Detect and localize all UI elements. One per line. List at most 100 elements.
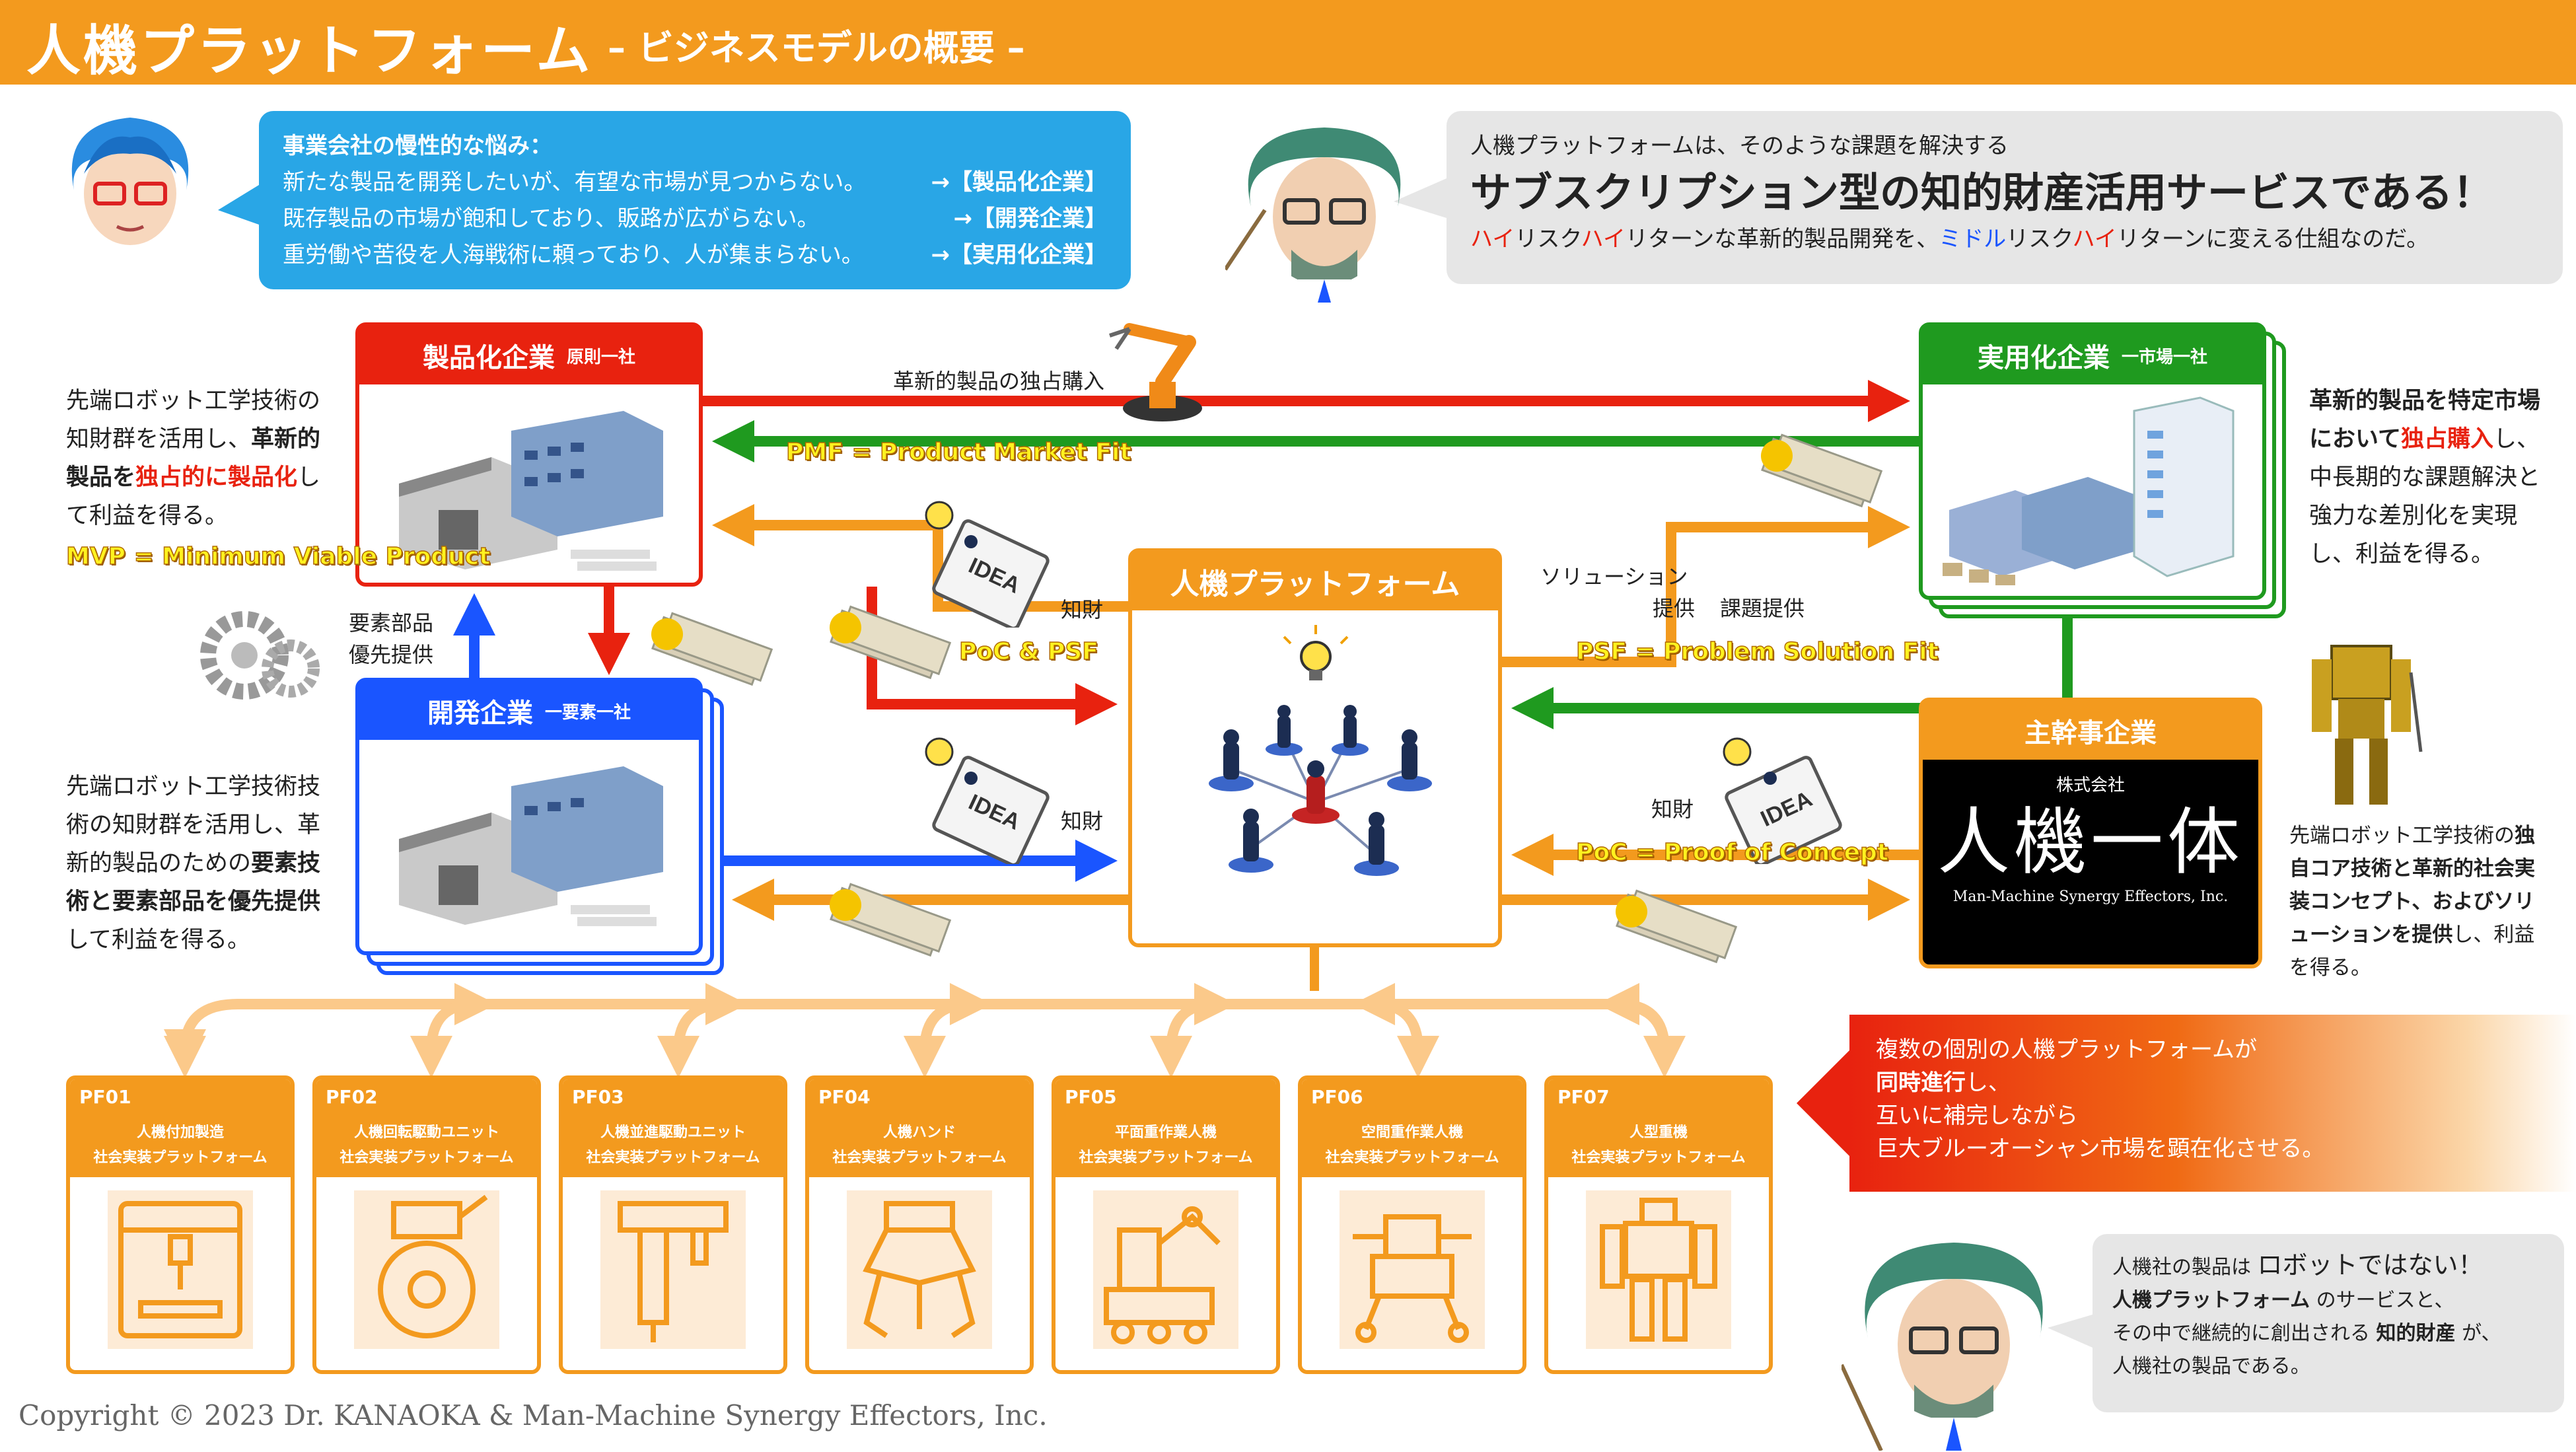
pain-point-row: 新たな製品を開発したいが、有望な市場が見つからない。→【製品化企業】 <box>283 164 1107 201</box>
label-yusen-teikyo: 優先提供 <box>349 642 434 667</box>
platform-card-pf07: PF07 人型重機社会実装プラットフォーム <box>1544 1075 1773 1374</box>
card-seihin-kigyo: 製品化企業原則一社 <box>355 322 703 587</box>
label-youso-buhin: 要素部品 <box>349 610 434 635</box>
solution-line-3: ハイリスクハイリターンな革新的製品開発を、ミドルリスクハイリターンに変える仕組な… <box>1470 226 2429 252</box>
platform-type: 社会実装プラットフォーム <box>93 1149 268 1166</box>
platform-id: PF05 <box>1065 1086 1117 1108</box>
factory-icon <box>399 766 663 926</box>
money-icon <box>830 605 951 680</box>
label-teikyo: 提供 <box>1653 596 1696 621</box>
idea-board-icon: IDEA <box>925 501 1050 628</box>
linear-actuator-icon <box>600 1190 746 1349</box>
pain-point-tag: →【実用化企業】 <box>931 242 1108 268</box>
product-statement-bubble: 人機社の製品は ロボットではない！ 人機プラットフォーム のサービスと、 その中… <box>2093 1234 2564 1412</box>
card-header: 製品化企業原則一社 <box>359 326 699 384</box>
3d-printer-icon <box>108 1190 253 1349</box>
platform-id: PF07 <box>1557 1086 1610 1108</box>
page-title: 人機プラットフォーム <box>26 20 593 83</box>
label-chizai: 知財 <box>1651 797 1694 822</box>
platform-id: PF03 <box>572 1086 624 1108</box>
label-poc: PoC = Proof of Concept <box>1575 838 1889 867</box>
jitsuyou-description: 革新的製品を特定市場 において独占購入し、 中長期的な課題解決と 強力な差別化を… <box>2309 388 2541 567</box>
label-mvp: MVP = Minimum Viable Product <box>65 542 491 571</box>
platform-note: 複数の個別の人機プラットフォームが 同時進行し、 互いに補完しながら 巨大ブルー… <box>1849 1015 2576 1192</box>
platform-card-pf03: PF03 人機並進駆動ユニット社会実装プラットフォーム <box>559 1075 787 1374</box>
platform-type: 社会実装プラットフォーム <box>1325 1149 1499 1166</box>
platform-type: 社会実装プラットフォーム <box>340 1149 514 1166</box>
money-icon <box>1616 889 1737 964</box>
card-header: 主幹事企業 <box>1923 702 2258 760</box>
seihin-description: 先端ロボット工学技術の 知財群を活用し、革新的 製品を独占的に製品化し て利益を… <box>66 388 321 529</box>
header-bar: 人機プラットフォーム – ビジネスモデルの概要 – <box>0 0 2576 85</box>
money-icon <box>651 612 773 686</box>
pain-point-row: 重労働や苦役を人海戦術に頼っており、人が集まらない。 →【実用化企業】 <box>283 237 1107 273</box>
avatar-boy-icon <box>71 118 189 245</box>
logo-jinki-ittai: 人機一体 <box>1937 800 2244 885</box>
platform-name: 空間重作業人機 <box>1361 1124 1463 1141</box>
pain-point-tag: →【開発企業】 <box>953 205 1108 232</box>
card-header: 人機プラットフォーム <box>1132 552 1498 610</box>
city-buildings-icon <box>1943 396 2235 585</box>
platform-type: 社会実装プラットフォーム <box>1079 1149 1253 1166</box>
pain-point-text: 既存製品の市場が飽和しており、販路が広がらない。 <box>283 205 820 232</box>
motor-icon <box>354 1190 499 1349</box>
platform-name: 人機回転駆動ユニット <box>353 1124 499 1141</box>
pain-point-row: 既存製品の市場が飽和しており、販路が広がらない。 →【開発企業】 <box>283 201 1107 237</box>
factory-icon <box>399 411 663 571</box>
copyright-notice: Copyright © 2023 Dr. KANAOKA & Man-Machi… <box>18 1399 1048 1432</box>
label-solution: ソリューション <box>1540 564 1688 589</box>
platform-name: 人機付加製造 <box>136 1124 224 1141</box>
platform-card-pf06: PF06 空間重作業人機社会実装プラットフォーム <box>1298 1075 1526 1374</box>
label-psf: PSF = Problem Solution Fit <box>1575 637 1939 666</box>
platform-card-pf04: PF04 人機ハンド社会実装プラットフォーム <box>805 1075 1034 1374</box>
platform-id: PF04 <box>818 1086 871 1108</box>
logo-english: Man-Machine Synergy Effectors, Inc. <box>1952 889 2229 905</box>
pain-point-text: 重労働や苦役を人海戦術に頼っており、人が集まらない。 <box>283 242 864 268</box>
platform-name: 人機ハンド <box>882 1124 956 1141</box>
platform-type: 社会実装プラットフォーム <box>832 1149 1007 1166</box>
platform-type: 社会実装プラットフォーム <box>586 1149 760 1166</box>
platform-type: 社会実装プラットフォーム <box>1571 1149 1746 1166</box>
platform-card-pf01: PF01 人機付加製造社会実装プラットフォーム <box>66 1075 295 1374</box>
platform-id: PF06 <box>1311 1086 1363 1108</box>
kaihatsu-description: 先端ロボット工学技術技 術の知財群を活用し、革 新的製品のための要素技 術と要素… <box>66 774 321 953</box>
card-jinki-platform: 人機プラットフォーム <box>1128 548 1502 947</box>
shukan-description: 先端ロボット工学技術の独 自コア技術と革新的社会実 装コンセプト、およびソリ ュ… <box>2289 824 2535 980</box>
pain-points-bubble: 事業会社の慢性的な悩み： 新たな製品を開発したいが、有望な市場が見つからない。→… <box>259 111 1131 289</box>
label-chizai: 知財 <box>1061 597 1104 622</box>
page-subtitle: – ビジネスモデルの概要 – <box>608 27 1025 69</box>
card-shukanji-kigyo: 主幹事企業 株式会社 人機一体 Man-Machine Synergy Effe… <box>1919 698 2262 968</box>
company-logo: 株式会社 人機一体 Man-Machine Synergy Effectors,… <box>1923 772 2258 905</box>
idea-board-icon: IDEA <box>1723 737 1842 864</box>
solution-line-1: 人機プラットフォームは、そのような課題を解決する <box>1470 133 2009 159</box>
platform-name: 人型重機 <box>1629 1124 1688 1141</box>
ground-robot-icon <box>1093 1190 1238 1349</box>
platform-name: 平面重作業人機 <box>1114 1124 1217 1141</box>
robot-arm-icon <box>1109 323 1202 421</box>
people-network-icon <box>1209 625 1432 876</box>
card-jitsuyouka-kigyo: 実用化企業一市場一社 <box>1919 322 2266 600</box>
aerial-robot-icon <box>1340 1190 1485 1349</box>
platform-name: 人機並進駆動ユニット <box>600 1124 746 1141</box>
money-icon <box>1761 433 1882 508</box>
platform-card-pf05: PF05 平面重作業人機社会実装プラットフォーム <box>1052 1075 1280 1374</box>
money-icon <box>830 883 951 957</box>
idea-board-icon: IDEA <box>925 737 1050 864</box>
avatar-professor-bottom-icon <box>1842 1243 2043 1451</box>
mech-robot-icon <box>2312 645 2423 805</box>
logo-kabushiki: 株式会社 <box>2056 776 2125 795</box>
humanoid-robot-icon <box>1586 1190 1731 1349</box>
robot-hand-icon <box>847 1190 992 1349</box>
label-poc-psf: PoC & PSF <box>958 637 1098 666</box>
gears-icon <box>200 611 320 700</box>
label-pmf: PMF = Product Market Fit <box>785 438 1131 466</box>
platform-id: PF01 <box>79 1086 131 1108</box>
avatar-professor-icon <box>1225 127 1401 303</box>
pain-point-text: 新たな製品を開発したいが、有望な市場が見つからない。 <box>283 169 867 196</box>
pain-points-lead: 事業会社の慢性的な悩み： <box>283 133 552 159</box>
solution-headline: サブスクリプション型の知的財産活用サービスである！ <box>1470 168 2494 217</box>
label-dokusen-kounyu: 革新的製品の独占購入 <box>893 369 1105 394</box>
label-kadai-teikyo: 課題提供 <box>1720 596 1805 621</box>
